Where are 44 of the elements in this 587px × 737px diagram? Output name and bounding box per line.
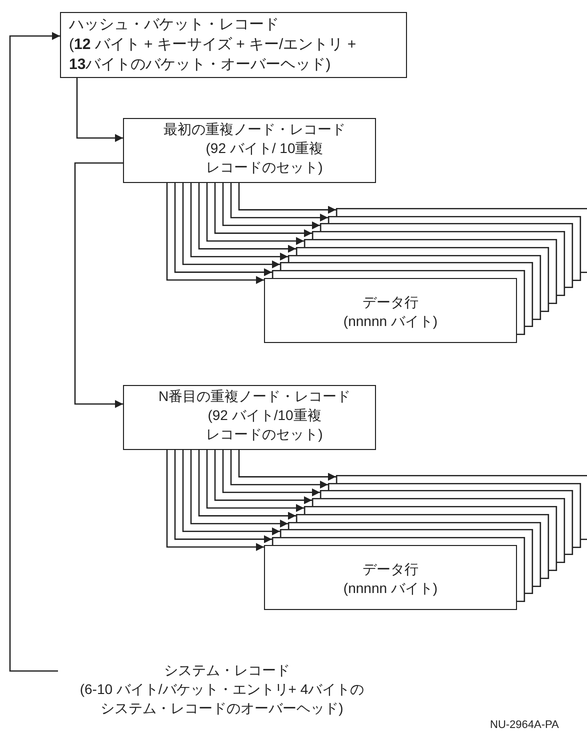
arrow [206, 183, 304, 245]
figure-id: NU-2964A-PA [490, 719, 559, 731]
arrow [238, 183, 336, 214]
arrow [206, 450, 304, 512]
data-row-box [312, 231, 565, 296]
record-text: システム・レコード (6-10 バイト/バケット・エントリ+ 4バイトのシステム・レコードのオーバーヘッド) [58, 661, 418, 721]
arrow [222, 450, 320, 496]
arrow [190, 450, 288, 528]
arrow [166, 183, 264, 284]
data-row-box [272, 537, 525, 602]
arrow [174, 450, 272, 544]
arrow [222, 183, 320, 230]
arrow [214, 183, 312, 238]
data-row-box: データ行 (nnnnn バイト) [264, 278, 517, 343]
data-row-box [272, 270, 525, 336]
arrow [238, 450, 336, 481]
arrow [198, 183, 296, 253]
data-row-box [336, 474, 587, 540]
arrow [9, 32, 60, 672]
arrow [190, 183, 288, 261]
record-box: ハッシュ・バケット・レコード (12 バイト + キーサイズ + キー/エントリ + 13バイトのバケット・オーバーヘッド) [60, 12, 407, 78]
arrow [214, 450, 312, 504]
record-box: N番目の重複ノード・レコード (92 バイト/10重複レコードのセット) [123, 385, 376, 450]
arrow [166, 450, 264, 551]
data-row-box [280, 262, 533, 328]
arrow [198, 450, 296, 520]
data-row-box [336, 208, 587, 273]
arrow [182, 450, 280, 536]
data-row-box [296, 246, 549, 312]
data-row-box [328, 482, 581, 548]
data-row-box [312, 498, 565, 564]
arrow [174, 183, 272, 276]
data-row-box [280, 529, 533, 594]
arrow [230, 450, 328, 489]
data-row-box [328, 216, 581, 281]
arrow [230, 183, 328, 222]
data-row-box [320, 490, 573, 556]
data-row-box [296, 514, 549, 579]
arrow [74, 162, 123, 408]
data-row-box: データ行 (nnnnn バイト) [264, 545, 517, 610]
record-box: 最初の重複ノード・レコード (92 バイト/ 10重複レコードのセット) [123, 118, 376, 183]
arrow [182, 183, 280, 268]
data-row-box [320, 223, 573, 288]
arrow [76, 78, 123, 142]
